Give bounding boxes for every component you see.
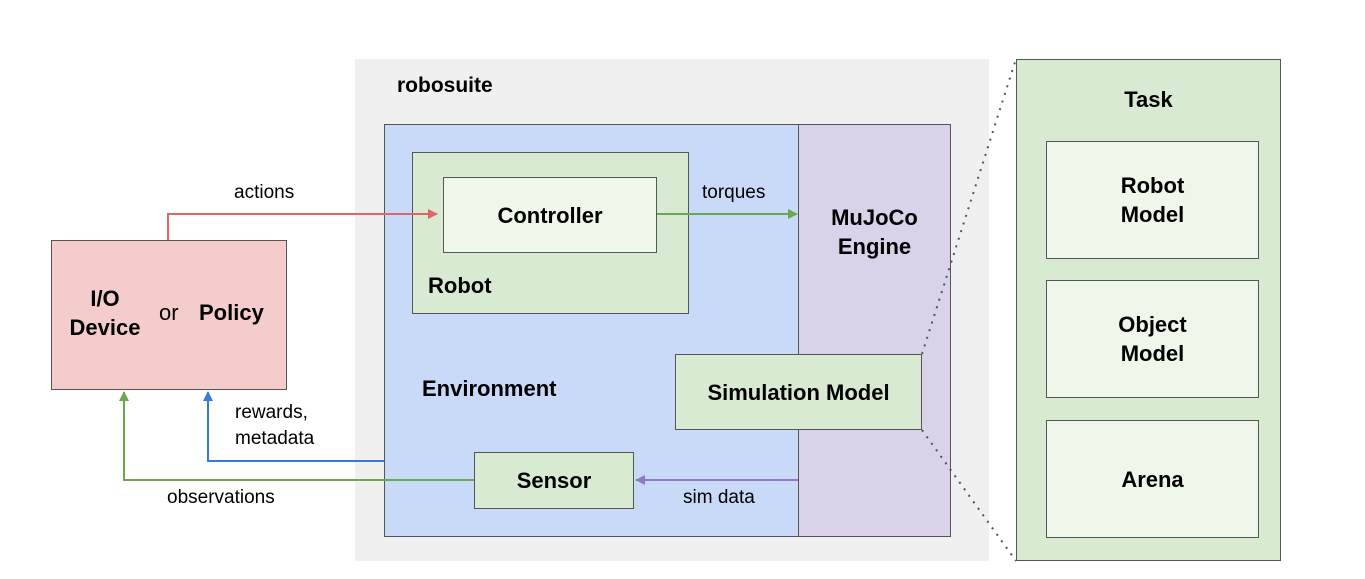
policy-label: Policy [199, 300, 264, 325]
sim-data-label: sim data [683, 487, 755, 508]
task-object-model: Object Model [1046, 280, 1259, 398]
torques-label: torques [702, 182, 766, 203]
actions-label: actions [234, 182, 295, 203]
io-device-label: I/O Device [69, 286, 141, 340]
controller-box: Controller [443, 177, 657, 253]
zoom-line-top [921, 58, 1017, 355]
environment-label: Environment [422, 376, 557, 401]
observations-label: observations [167, 487, 275, 508]
task-arena: Arena [1046, 420, 1259, 538]
rewards-metadata-arrow [203, 391, 384, 462]
actions-arrow [167, 209, 438, 240]
task-robot-model: Robot Model [1046, 141, 1259, 259]
mujoco-engine-box [798, 124, 951, 537]
robosuite-label: robosuite [397, 74, 493, 97]
io-device-policy-box [51, 240, 287, 390]
sensor-box: Sensor [474, 452, 634, 509]
robot-label: Robot [428, 273, 492, 298]
rewards-metadata-label: rewards, metadata [235, 402, 315, 449]
zoom-line-bottom [921, 429, 1017, 562]
observations-arrow [119, 391, 474, 481]
task-title: Task [1124, 87, 1173, 112]
mujoco-engine-label: MuJoCo Engine [831, 205, 918, 259]
simulation-model-box: Simulation Model [675, 354, 922, 430]
or-label: or [159, 300, 179, 325]
